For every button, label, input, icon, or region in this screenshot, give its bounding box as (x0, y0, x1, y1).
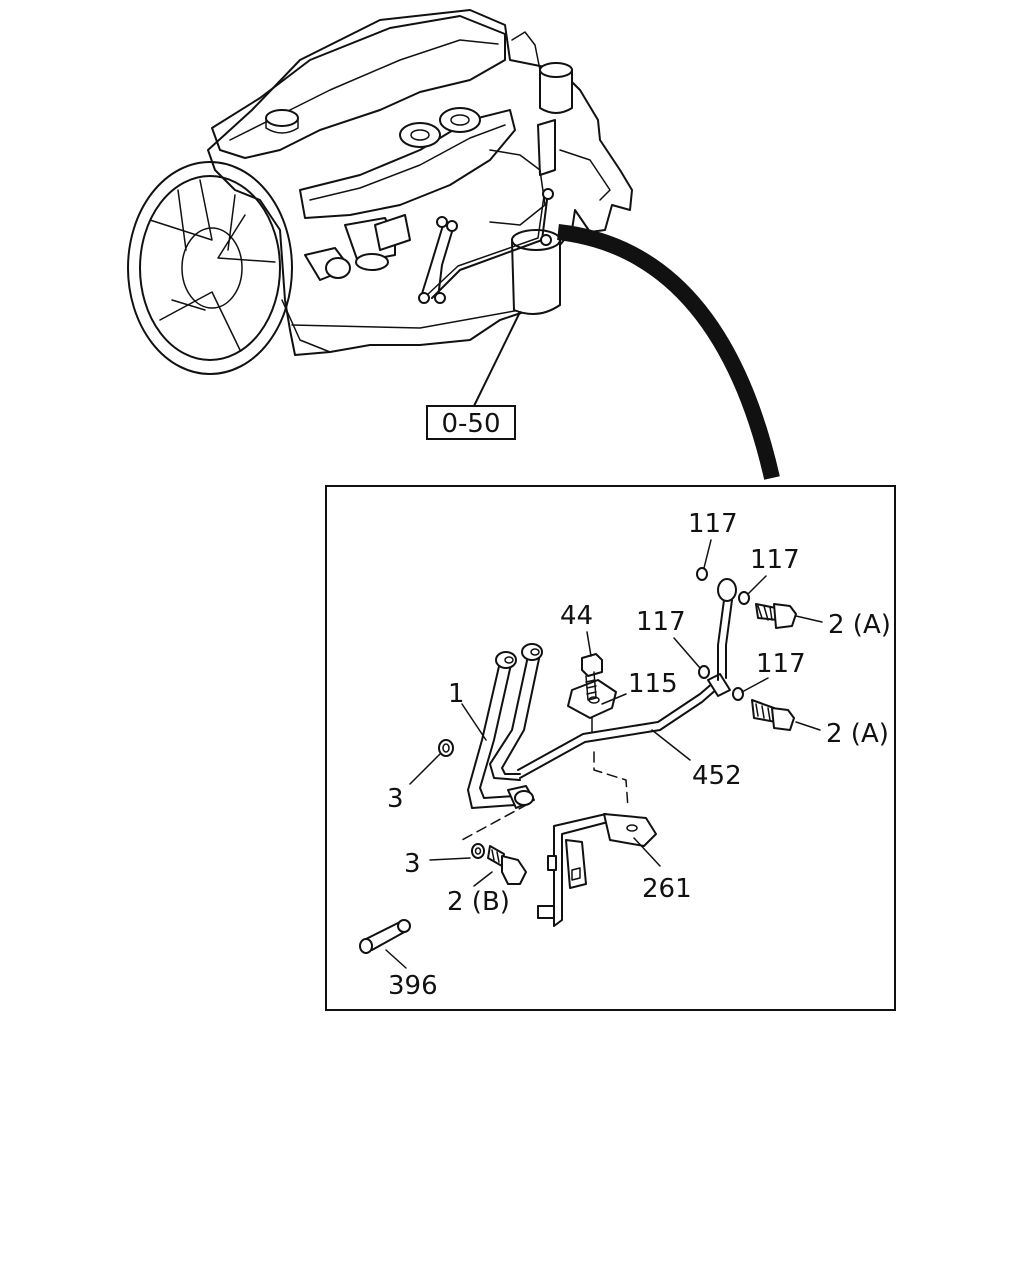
detail-parts (359, 567, 797, 954)
label-part-117-top: 117 (688, 509, 738, 539)
label-part-396: 396 (388, 971, 438, 1001)
detail-frame (325, 485, 896, 1011)
label-part-452: 452 (692, 761, 742, 791)
reference-leader (473, 311, 521, 407)
label-part-1: 1 (448, 679, 465, 709)
callout-labels: 1 3 3 2 (B) 44 115 117 117 117 117 2 (A)… (387, 509, 891, 1001)
label-part-2b: 2 (B) (447, 887, 510, 917)
detail-sweep-arc (557, 224, 780, 480)
reference-box-label: 0-50 (441, 409, 500, 439)
label-part-115: 115 (628, 669, 678, 699)
label-part-3-lower: 3 (404, 849, 421, 879)
label-part-44: 44 (560, 601, 593, 631)
label-part-117-upper-right: 117 (750, 545, 800, 575)
label-part-2a-lower: 2 (A) (826, 719, 889, 749)
reference-box: 0-50 (426, 405, 516, 440)
label-part-3-upper: 3 (387, 784, 404, 814)
leader-lines (385, 539, 823, 969)
label-part-261: 261 (642, 874, 692, 904)
label-part-117-middle: 117 (636, 607, 686, 637)
engine-illustration (127, 9, 633, 375)
label-part-2a-upper: 2 (A) (828, 610, 891, 640)
label-part-117-lower-right: 117 (756, 649, 806, 679)
